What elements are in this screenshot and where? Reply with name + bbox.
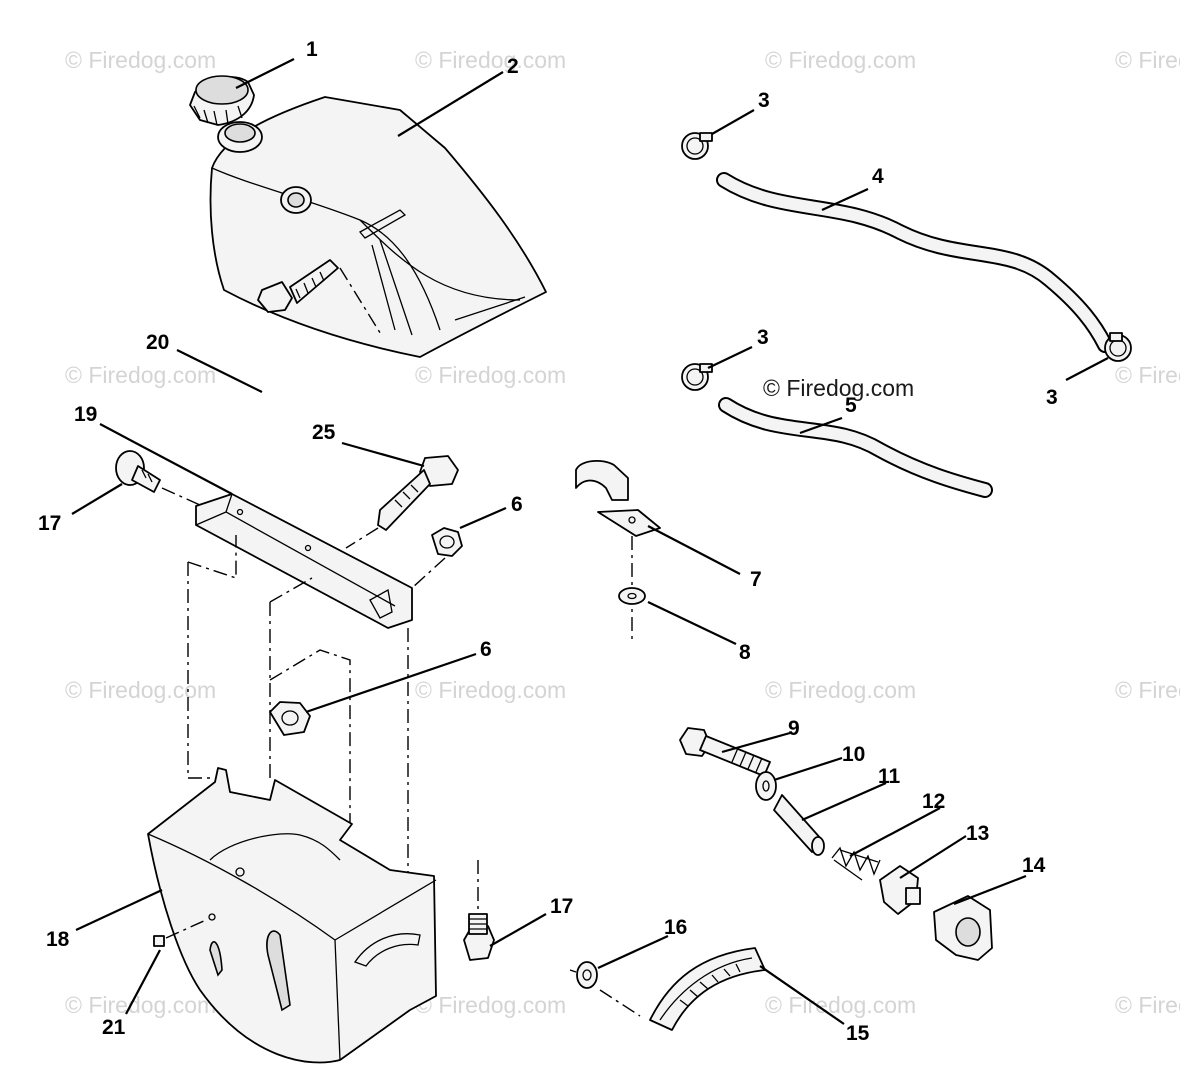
bolt-17-lower — [463, 913, 495, 961]
bolt-25 — [345, 455, 459, 549]
callout-20: 20 — [146, 331, 169, 354]
hose-clamp — [681, 363, 713, 391]
callout-1: 1 — [306, 38, 318, 61]
callout-7: 7 — [750, 568, 762, 591]
spacer-11 — [773, 794, 825, 856]
hose-clamp — [681, 132, 713, 160]
center-watermark: © Firedog.com — [763, 375, 914, 401]
spring-12 — [831, 846, 881, 881]
bolt-17-top — [115, 450, 201, 506]
nut-6-lower — [269, 701, 311, 736]
watermark: © Firedog.com — [1115, 47, 1180, 73]
watermark: © Firedog.com — [1115, 362, 1180, 388]
watermark: © Firedog.com — [415, 677, 566, 703]
callout-13: 13 — [966, 822, 989, 845]
watermark: © Firedog.com — [65, 677, 216, 703]
callout-18: 18 — [46, 928, 70, 951]
callout-4: 4 — [872, 165, 884, 188]
watermark: © Firedog.com — [765, 677, 916, 703]
callout-3: 3 — [1046, 386, 1058, 409]
bracket-clip-7 — [575, 459, 661, 640]
callout-6: 6 — [511, 493, 523, 516]
callout-9: 9 — [788, 717, 800, 740]
callout-19: 19 — [74, 403, 97, 426]
callout-10: 10 — [842, 743, 865, 766]
callout-11: 11 — [878, 765, 901, 788]
callout-14: 14 — [1022, 854, 1046, 877]
fuel-hose-5 — [718, 397, 993, 498]
watermark: © Firedog.com — [1115, 677, 1180, 703]
callout-17: 17 — [38, 512, 61, 535]
watermark: © Firedog.com — [765, 992, 916, 1018]
watermark: © Firedog.com — [765, 47, 916, 73]
fuel-tank — [209, 96, 547, 358]
screw-20 — [257, 259, 383, 337]
fuel-hose-4 — [716, 172, 1113, 353]
watermark: © Firedog.com — [65, 992, 216, 1018]
nut-6-top — [411, 527, 463, 589]
watermark: © Firedog.com — [415, 47, 566, 73]
leader-lines — [71, 58, 1109, 1025]
assembly-lines — [187, 535, 479, 918]
washer-10 — [755, 771, 777, 801]
watermark: © Firedog.com — [65, 47, 216, 73]
callout-3: 3 — [757, 326, 769, 349]
bolt-9 — [679, 727, 771, 777]
callout-25: 25 — [312, 421, 336, 444]
callout-17: 17 — [550, 895, 573, 918]
quadrant-plate-15 — [649, 947, 766, 1031]
watermark: © Firedog.com — [415, 992, 566, 1018]
watermark-layer: © Firedog.com © Firedog.com © Firedog.co… — [65, 47, 1180, 1018]
callout-15: 15 — [846, 1022, 870, 1045]
washer-16 — [569, 961, 641, 1017]
cap-14 — [933, 895, 993, 961]
callout-5: 5 — [845, 394, 857, 417]
callout-6: 6 — [480, 638, 492, 661]
hose-clamp — [1104, 332, 1132, 362]
fuel-cap — [189, 75, 255, 126]
washer-8 — [618, 587, 646, 605]
callout-8: 8 — [739, 641, 751, 664]
connector-13 — [879, 865, 921, 915]
watermark: © Firedog.com — [415, 362, 566, 388]
watermark: © Firedog.com — [1115, 992, 1180, 1018]
callout-12: 12 — [922, 790, 945, 813]
callout-labels: 1 2 3 4 3 3 5 20 19 25 17 6 7 8 6 9 10 1… — [38, 38, 1058, 1045]
shield-18 — [147, 767, 437, 1064]
watermark: © Firedog.com — [65, 362, 216, 388]
callout-21: 21 — [102, 1016, 126, 1039]
fastener-21 — [153, 919, 207, 947]
callout-16: 16 — [664, 916, 687, 939]
callout-2: 2 — [507, 55, 519, 78]
callout-3: 3 — [758, 89, 770, 112]
